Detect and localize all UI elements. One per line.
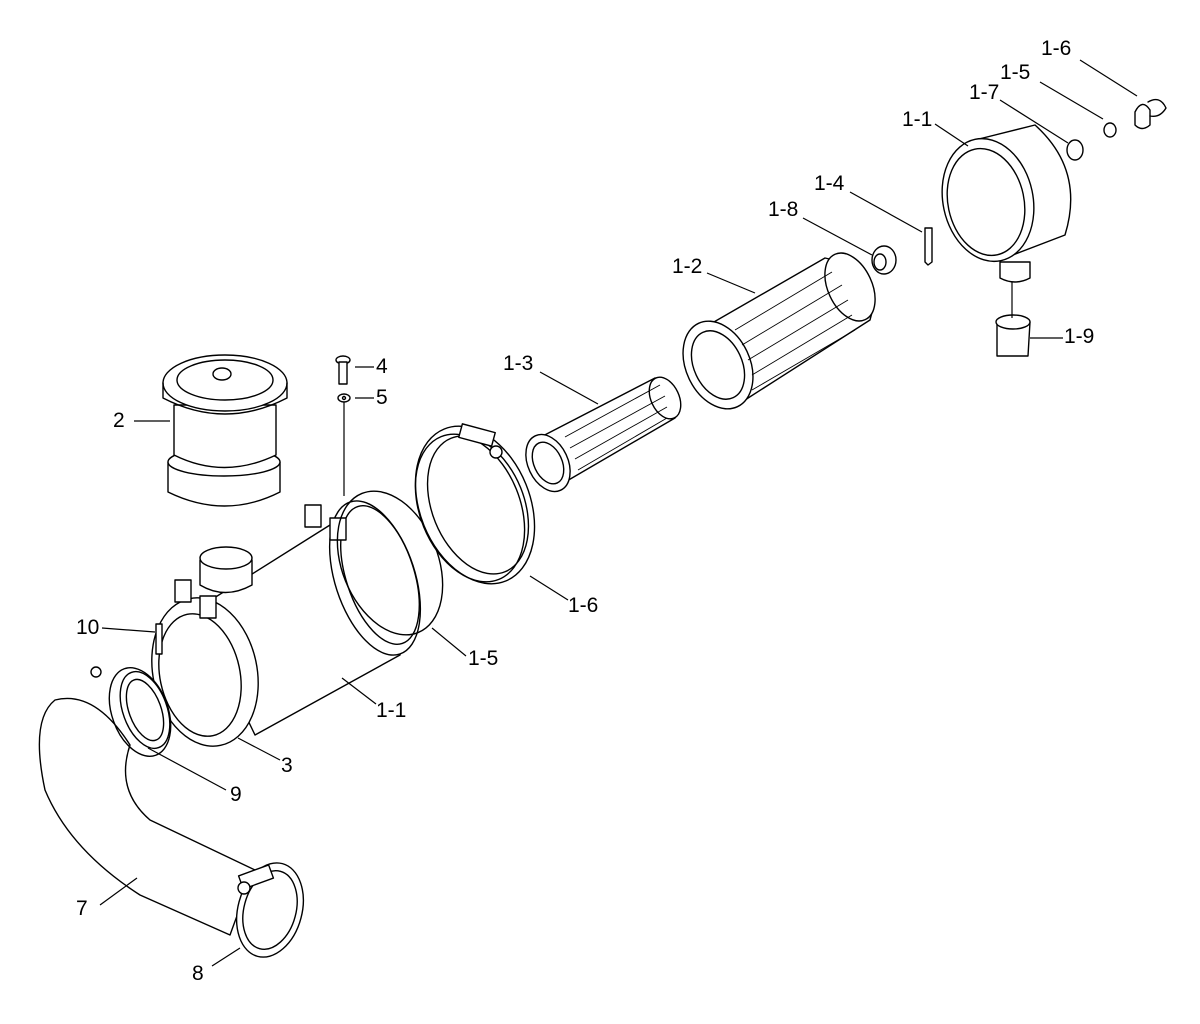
label-1-4-pin: 1-4 xyxy=(814,172,845,195)
label-1-1-end-cover: 1-1 xyxy=(902,108,933,131)
label-3-bracket: 3 xyxy=(281,754,293,777)
inner-filter-element-drawing xyxy=(525,376,682,493)
small-parts-drawing xyxy=(871,227,933,275)
clamp-ring-drawing xyxy=(414,423,536,585)
label-2-precleaner: 2 xyxy=(113,409,125,432)
label-1-7-o-ring: 1-7 xyxy=(969,81,1000,104)
label-1-6-clamp-ring: 1-6 xyxy=(568,594,599,617)
label-9-clamp: 9 xyxy=(230,783,242,806)
label-1-9-valve: 1-9 xyxy=(1064,325,1095,348)
precleaner-cap-drawing xyxy=(162,354,288,507)
label-1-1-housing: 1-1 xyxy=(376,699,407,722)
label-1-3-inner-element: 1-3 xyxy=(503,352,534,375)
label-7-hose: 7 xyxy=(76,897,88,920)
label-5-washer: 5 xyxy=(376,386,388,409)
label-1-2-outer-element: 1-2 xyxy=(672,255,703,278)
label-10-indicator: 10 xyxy=(76,616,100,639)
label-1-5-washer: 1-5 xyxy=(1000,61,1031,84)
main-housing-drawing xyxy=(119,490,444,750)
outer-filter-element-drawing xyxy=(682,252,876,410)
label-1-6-wing-nut: 1-6 xyxy=(1041,37,1072,60)
end-cover-drawing xyxy=(941,98,1167,357)
screw-washer-drawing xyxy=(335,355,351,403)
label-8-hose-clamp: 8 xyxy=(192,962,204,985)
label-4-screw: 4 xyxy=(376,355,388,378)
label-1-8-nut: 1-8 xyxy=(768,198,799,221)
intake-hose-drawing xyxy=(38,666,305,958)
label-1-5-gasket: 1-5 xyxy=(468,647,499,670)
leader-lines xyxy=(99,59,1138,967)
